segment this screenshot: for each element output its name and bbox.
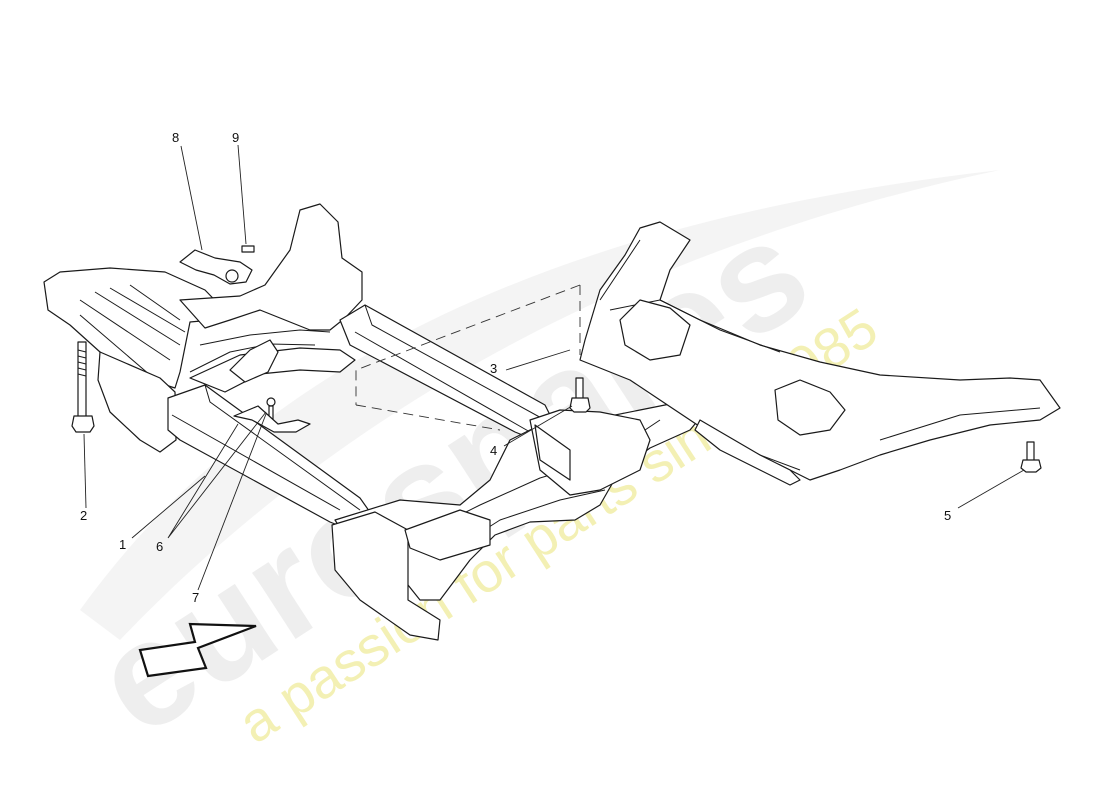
leader-1 [131, 475, 206, 539]
front-direction-arrow [138, 622, 257, 678]
bolt-5-shank [1026, 441, 1035, 463]
reinforcement-plate [579, 221, 1061, 486]
leader-8 [180, 145, 203, 251]
bolt-5-head [1020, 459, 1042, 473]
leader-4 [503, 405, 573, 447]
bolt-3-head [569, 397, 591, 413]
screw-9 [241, 245, 255, 253]
long-bolt-shank [77, 341, 87, 419]
x-plate-hole-left [619, 299, 691, 361]
cross-tube-edge [354, 304, 546, 433]
callouts: 1 2 3 4 5 6 7 8 9 [80, 130, 951, 605]
bolt-5 [1020, 441, 1042, 473]
clip-6 [233, 405, 311, 433]
leader-9 [237, 144, 247, 245]
screw-7-head [266, 397, 276, 407]
rear-arch-inner [189, 329, 331, 373]
leader-2 [83, 433, 87, 509]
left-damper-mount [97, 351, 177, 453]
long-bolt [71, 341, 95, 433]
rear-box [534, 424, 571, 481]
bolt-3-shank [575, 377, 584, 401]
callout-6: 6 [156, 539, 163, 554]
x-plate-hole-right [774, 379, 846, 436]
long-member-edge [171, 384, 361, 511]
assembly-line-bolt [355, 284, 581, 405]
leader-5 [957, 469, 1025, 509]
assembly-line-bolt-lower [355, 404, 501, 431]
left-bracket-ribs [79, 284, 186, 376]
clamp-8 [179, 249, 253, 285]
callout-3: 3 [490, 361, 497, 376]
callout-4: 4 [490, 443, 497, 458]
callout-1: 1 [119, 537, 126, 552]
x-plate [579, 221, 1061, 481]
x-plate-flange [599, 239, 1041, 471]
left-bracket [43, 267, 233, 389]
inner-mount [229, 339, 279, 383]
callout-2: 2 [80, 508, 87, 523]
front-box-end [331, 511, 441, 641]
long-bolt-thread [77, 349, 87, 377]
callout-9: 9 [232, 130, 239, 145]
clamp-8-boss [225, 269, 239, 283]
leader-7 [197, 413, 267, 591]
bolt-3 [569, 377, 591, 413]
callout-5: 5 [944, 508, 951, 523]
front-subframe [43, 203, 706, 641]
leader-lines [83, 144, 1025, 591]
watermark-brand: eurospares [66, 185, 836, 766]
rear-arch [179, 203, 363, 331]
leader-3 [505, 349, 571, 371]
front-box-top [404, 509, 491, 561]
x-plate-skirt [694, 419, 801, 486]
callout-8: 8 [172, 130, 179, 145]
long-bolt-head [71, 415, 95, 433]
direction-arrow [138, 622, 257, 678]
leader-6 [167, 411, 267, 539]
callout-7: 7 [192, 590, 199, 605]
